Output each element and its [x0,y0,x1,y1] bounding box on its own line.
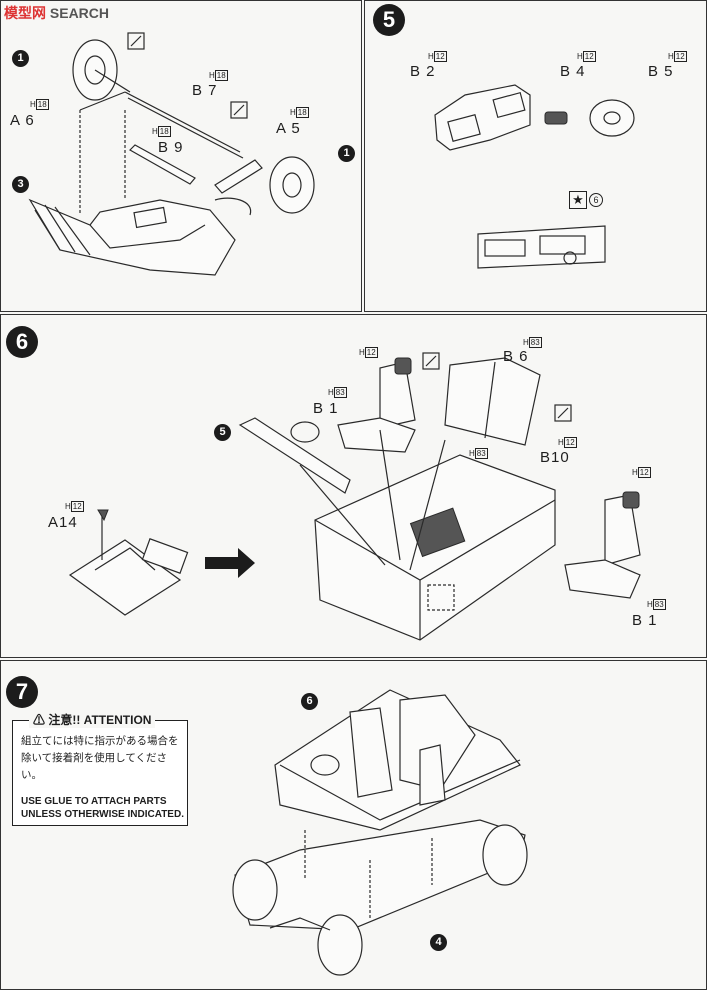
part-b6: B 6 [503,348,529,365]
part-a14: A14 [48,514,78,531]
part-b2: B 2 [410,63,436,80]
star-icon: ★ [569,191,587,209]
part-b5: B 5 [648,63,674,80]
part-b9: B 9 [158,139,184,156]
step-number-6: 6 [6,326,38,358]
part-b7: B 7 [192,82,218,99]
part-a6: A 6 [10,112,35,129]
site-watermark: 模型网 SEARCH [4,5,110,21]
ref-marker-3: 3 [12,176,29,193]
attention-box: ⚠ 注意!! ATTENTION 組立てには特に指示がある場合を除いて接着剤を使… [12,711,188,826]
attention-text-jp: 組立てには特に指示がある場合を除いて接着剤を使用してください。 [21,735,179,781]
part-b4: B 4 [560,63,586,80]
step-number-5: 5 [373,4,405,36]
warning-icon: ⚠ [33,713,46,727]
step7-art [232,689,528,976]
step5-art [434,84,635,269]
step4-art [28,32,315,276]
ref-marker-1b: 1 [338,145,355,162]
part-b1-right: B 1 [632,612,658,629]
step-number-7: 7 [6,676,38,708]
attention-text-en: USE GLUE TO ATTACH PARTS UNLESS OTHERWIS… [21,796,184,820]
ref-marker-4: 4 [430,934,447,951]
part-a5: A 5 [276,120,301,137]
part-b1-top: B 1 [313,400,339,417]
star-ref-number: 6 [589,193,603,207]
step6-art [68,352,641,641]
part-b10: B10 [540,449,570,466]
ref-marker-5: 5 [214,424,231,441]
attention-heading: ⚠ 注意!! ATTENTION [29,711,156,728]
ref-marker-6: 6 [301,693,318,710]
ref-marker-1: 1 [12,50,29,67]
